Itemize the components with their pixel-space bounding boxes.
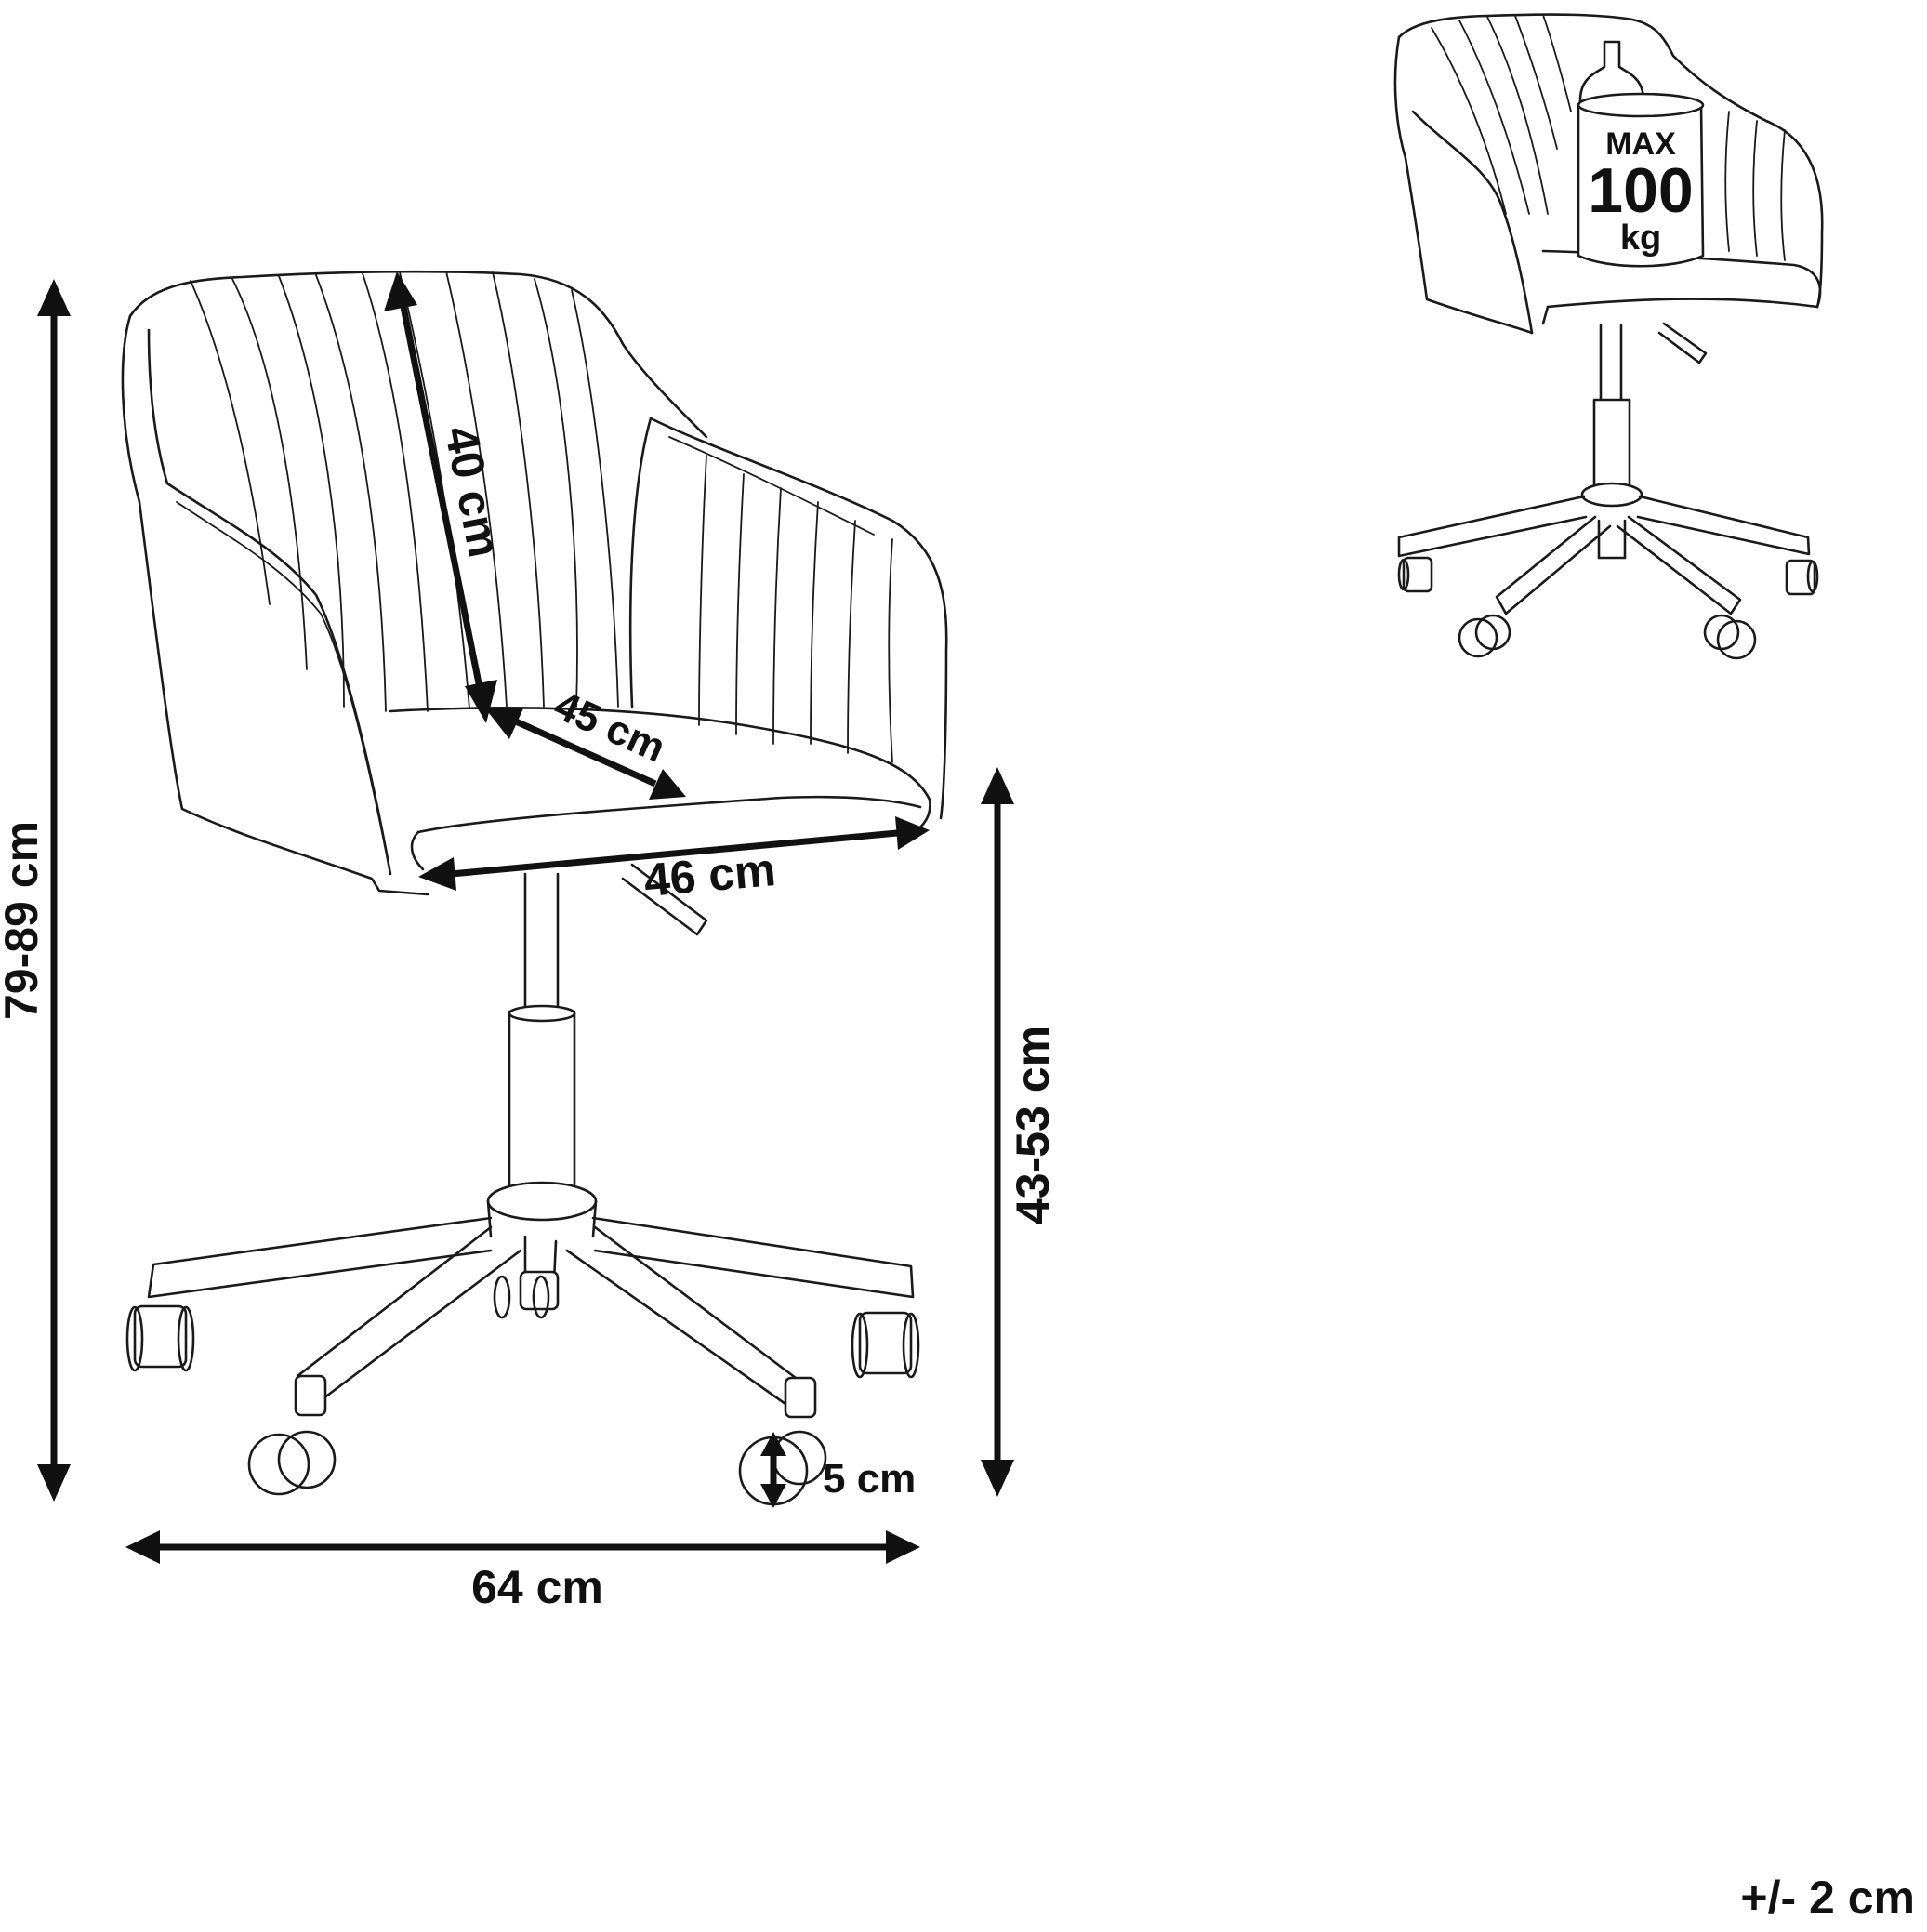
seat-height-label: 43-53 cm (1007, 1026, 1059, 1224)
small-chair-illustration: MAX 100 kg (1393, 13, 1824, 660)
max-load-badge: MAX 100 kg (1577, 40, 1705, 268)
wheel-diameter-label: 5 cm (823, 1456, 916, 1502)
max-load-line3: kg (1620, 218, 1661, 258)
wheel-diameter-dimension: 5 cm (760, 1432, 916, 1508)
caster-back (493, 1270, 560, 1319)
caster-right (851, 1311, 920, 1379)
base-width-label: 64 cm (471, 1561, 603, 1613)
seat-width-label: 46 cm (641, 843, 777, 906)
seat-depth-label: 45 cm (548, 682, 672, 772)
caster-front-left (247, 1374, 337, 1496)
base-width-dimension: 64 cm (125, 1530, 920, 1613)
max-load-line2: 100 (1588, 155, 1693, 226)
seat-width-dimension: 46 cm (418, 816, 930, 906)
caster-left (125, 1304, 195, 1372)
max-load-line1: MAX (1605, 126, 1676, 162)
backrest-height-label: 40 cm (435, 422, 511, 562)
backrest-height-dimension: 40 cm (384, 271, 511, 723)
main-chair-illustration (121, 270, 948, 1506)
tolerance-note: +/- 2 cm (1740, 1872, 1915, 1924)
total-height-dimension: 79-89 cm (0, 279, 71, 1502)
total-height-label: 79-89 cm (0, 821, 47, 1020)
seat-depth-dimension: 45 cm (485, 682, 686, 800)
seat-height-dimension: 43-53 cm (981, 767, 1059, 1497)
